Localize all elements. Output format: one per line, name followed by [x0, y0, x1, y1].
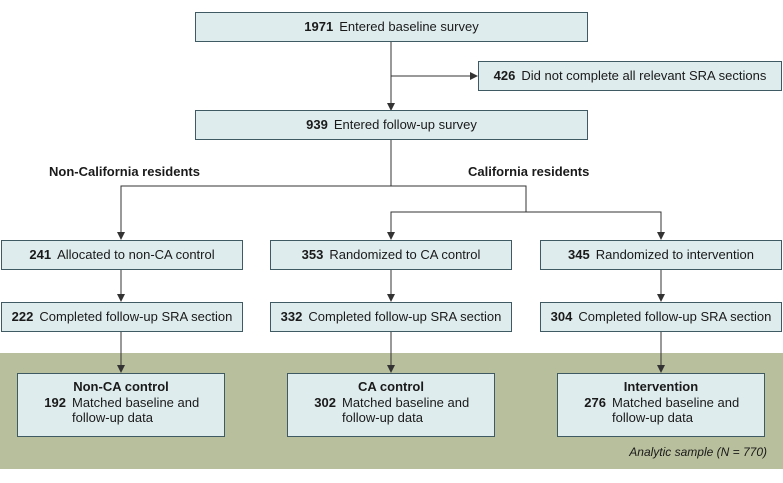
node-int-comp: 304 Completed follow-up SRA section	[540, 302, 782, 332]
node-nonca-alloc-count: 241	[29, 247, 52, 262]
node-nonca-alloc-text: Allocated to non-CA control	[57, 247, 215, 262]
connector-ca-split	[391, 185, 527, 212]
final-nonca-title: Non-CA control	[73, 379, 169, 394]
node-int-comp-count: 304	[550, 309, 573, 324]
node-ca-comp: 332 Completed follow-up SRA section	[270, 302, 512, 332]
label-ca-residents: California residents	[468, 164, 590, 179]
node-int-rand: 345 Randomized to intervention	[540, 240, 782, 270]
node-excluded: 426 Did not complete all relevant SRA se…	[478, 61, 782, 91]
final-nonca-count: 192	[44, 395, 66, 410]
node-excluded-text: Did not complete all relevant SRA sectio…	[521, 68, 767, 83]
node-nonca-alloc: 241 Allocated to non-CA control	[1, 240, 243, 270]
final-ca-title: CA control	[358, 379, 424, 394]
analytic-sample-label: Analytic sample (N = 770)	[629, 445, 767, 459]
node-baseline: 1971 Entered baseline survey	[195, 12, 588, 42]
node-nonca-comp-count: 222	[11, 309, 34, 324]
arrow-nonca-alloc	[117, 139, 392, 240]
label-nonca-residents: Non-California residents	[49, 164, 200, 179]
node-ca-rand-count: 353	[301, 247, 324, 262]
node-ca-comp-count: 332	[280, 309, 303, 324]
arrow-ca-rand	[387, 211, 526, 240]
node-ca-rand: 353 Randomized to CA control	[270, 240, 512, 270]
node-ca-comp-text: Completed follow-up SRA section	[308, 309, 502, 324]
node-baseline-count: 1971	[304, 19, 334, 34]
final-ca-text: Matched baseline and follow-up data	[342, 395, 470, 425]
node-followup-text: Entered follow-up survey	[333, 117, 477, 132]
node-nonca-comp: 222 Completed follow-up SRA section	[1, 302, 243, 332]
final-ca: CA control 302 Matched baseline and foll…	[287, 373, 495, 437]
node-ca-rand-text: Randomized to CA control	[329, 247, 481, 262]
node-baseline-text: Entered baseline survey	[339, 19, 479, 34]
final-int-text: Matched baseline and follow-up data	[612, 395, 740, 425]
node-followup-count: 939	[306, 117, 328, 132]
final-ca-count: 302	[314, 395, 336, 410]
final-int-count: 276	[584, 395, 606, 410]
final-nonca-text: Matched baseline and follow-up data	[72, 395, 200, 425]
arrow-int-rand	[526, 211, 665, 240]
final-nonca: Non-CA control 192 Matched baseline and …	[17, 373, 225, 437]
node-int-comp-text: Completed follow-up SRA section	[578, 309, 772, 324]
node-int-rand-count: 345	[568, 247, 590, 262]
final-int: Intervention 276 Matched baseline and fo…	[557, 373, 765, 437]
node-int-rand-text: Randomized to intervention	[595, 247, 754, 262]
final-int-title: Intervention	[623, 379, 699, 394]
node-excluded-count: 426	[493, 68, 516, 83]
node-followup: 939 Entered follow-up survey	[195, 110, 588, 140]
node-nonca-comp-text: Completed follow-up SRA section	[39, 309, 233, 324]
